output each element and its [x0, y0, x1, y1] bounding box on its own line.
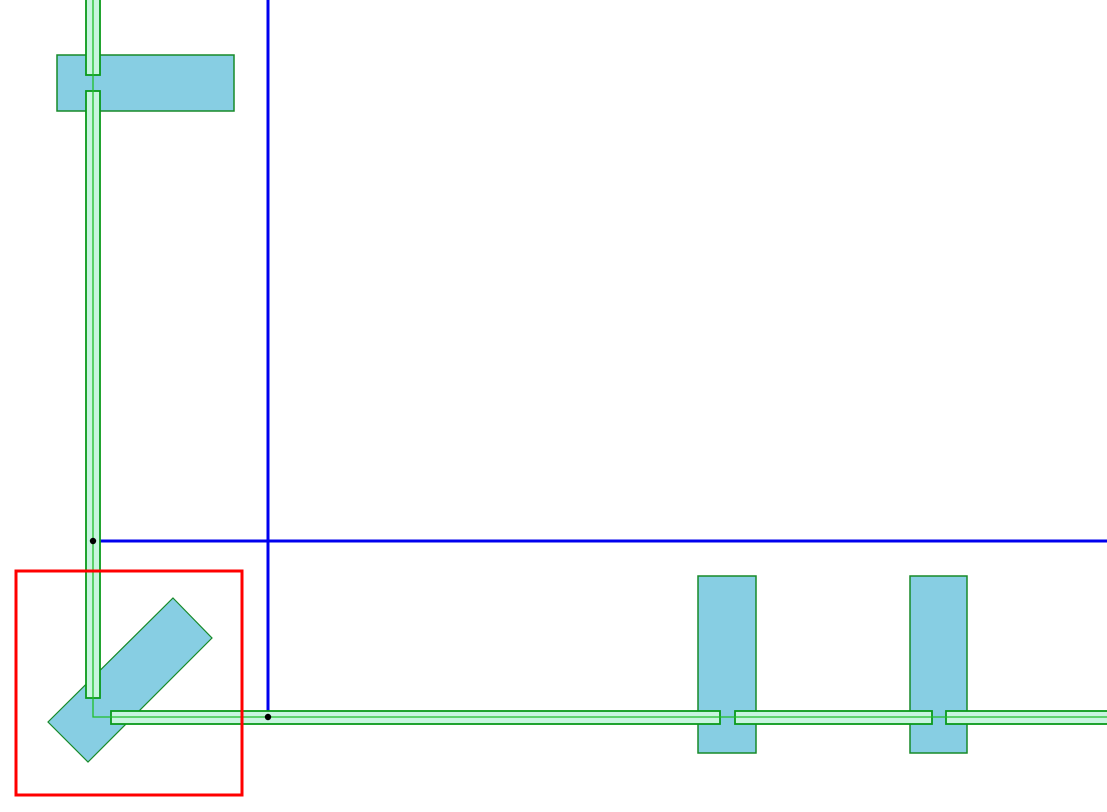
- rotated-element[interactable]: [47, 597, 213, 763]
- selection-layer: [14, 569, 244, 797]
- door-1[interactable]: [697, 575, 757, 754]
- wall-centerline-layer: [92, 0, 1107, 718]
- openings-layer: [47, 54, 968, 763]
- centerline-vertical: [92, 0, 1107, 718]
- grid-nodes-layer: [89, 537, 272, 721]
- selection-box[interactable]: [14, 569, 244, 797]
- node-horizontal-start[interactable]: [89, 537, 97, 545]
- door-2[interactable]: [909, 575, 968, 754]
- grid-layer: [93, 0, 1107, 717]
- window-top[interactable]: [56, 54, 235, 112]
- node-vertical-end[interactable]: [264, 713, 272, 721]
